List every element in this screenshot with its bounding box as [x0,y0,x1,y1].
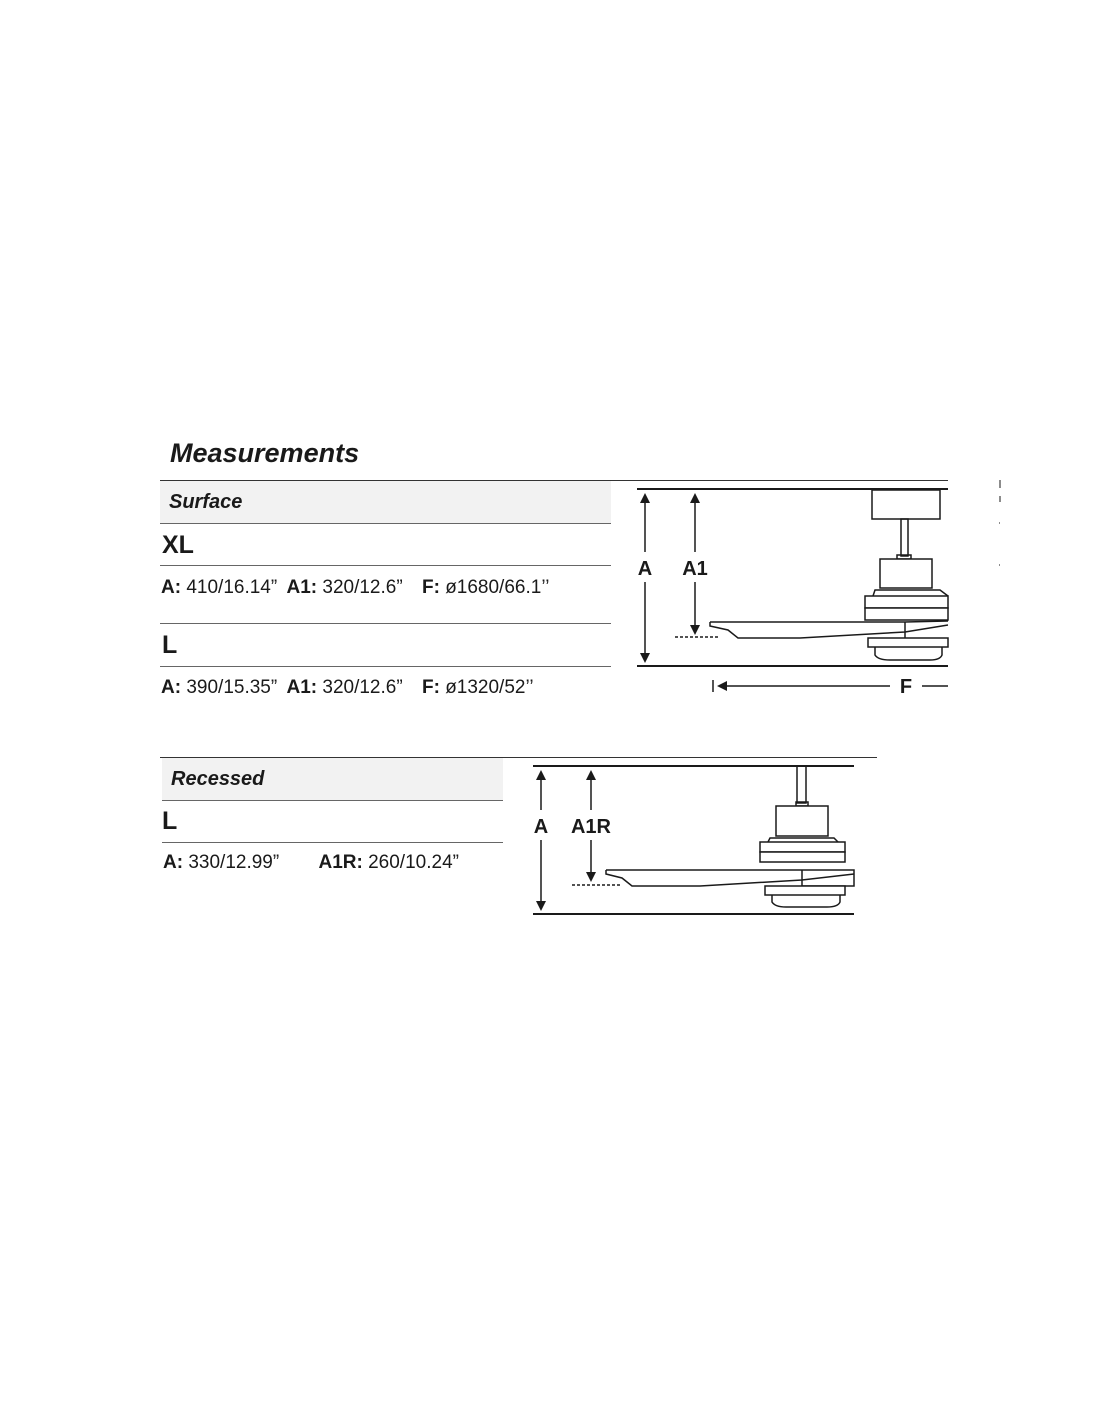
divider [162,842,503,843]
spec-row-l: A: 390/15.35” A1: 320/12.6” F: ø1320/52’… [161,677,534,698]
label-a1r: A1R [571,816,612,838]
recessed-fan-diagram [533,765,855,915]
divider [160,757,877,758]
divider [160,666,611,667]
label-f: F [900,676,912,698]
page-title: Measurements [170,438,360,468]
surface-fan-diagram [637,480,1001,692]
spec-row-recessed-l: A: 330/12.99” A1R: 260/10.24” [163,852,459,873]
divider [160,480,948,481]
label-a: A [638,558,652,580]
model-name-l-recessed: L [162,807,178,835]
label-a-recessed: A [534,816,548,838]
section-header-surface: Surface [160,481,611,523]
spec-row-xl: A: 410/16.14” A1: 320/12.6” F: ø1680/66.… [161,577,550,598]
model-name-xl: XL [162,531,194,559]
section-header-recessed: Recessed [162,758,503,800]
divider [160,623,611,624]
label-a1: A1 [682,558,708,580]
divider [160,565,611,566]
divider [160,523,611,524]
model-name-l: L [162,631,178,659]
divider [162,800,503,801]
